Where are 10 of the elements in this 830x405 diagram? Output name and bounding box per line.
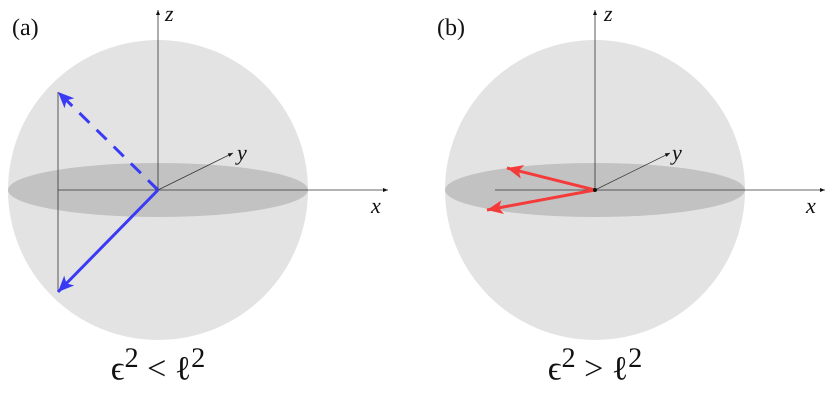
axis-label: x (371, 195, 381, 217)
panel-label: (b) (437, 16, 465, 40)
axis-label: y (237, 142, 247, 164)
axis-label: z (165, 3, 174, 25)
condition-formula: ϵ$^{2}$ > ℓ$^{2}$ (548, 345, 642, 386)
axis-label: y (672, 142, 682, 164)
axis-label: x (806, 195, 816, 217)
axis-label: z (604, 3, 613, 25)
condition-formula: ϵ$^{2}$ < ℓ$^{2}$ (110, 345, 206, 386)
panel-label: (a) (12, 16, 39, 40)
